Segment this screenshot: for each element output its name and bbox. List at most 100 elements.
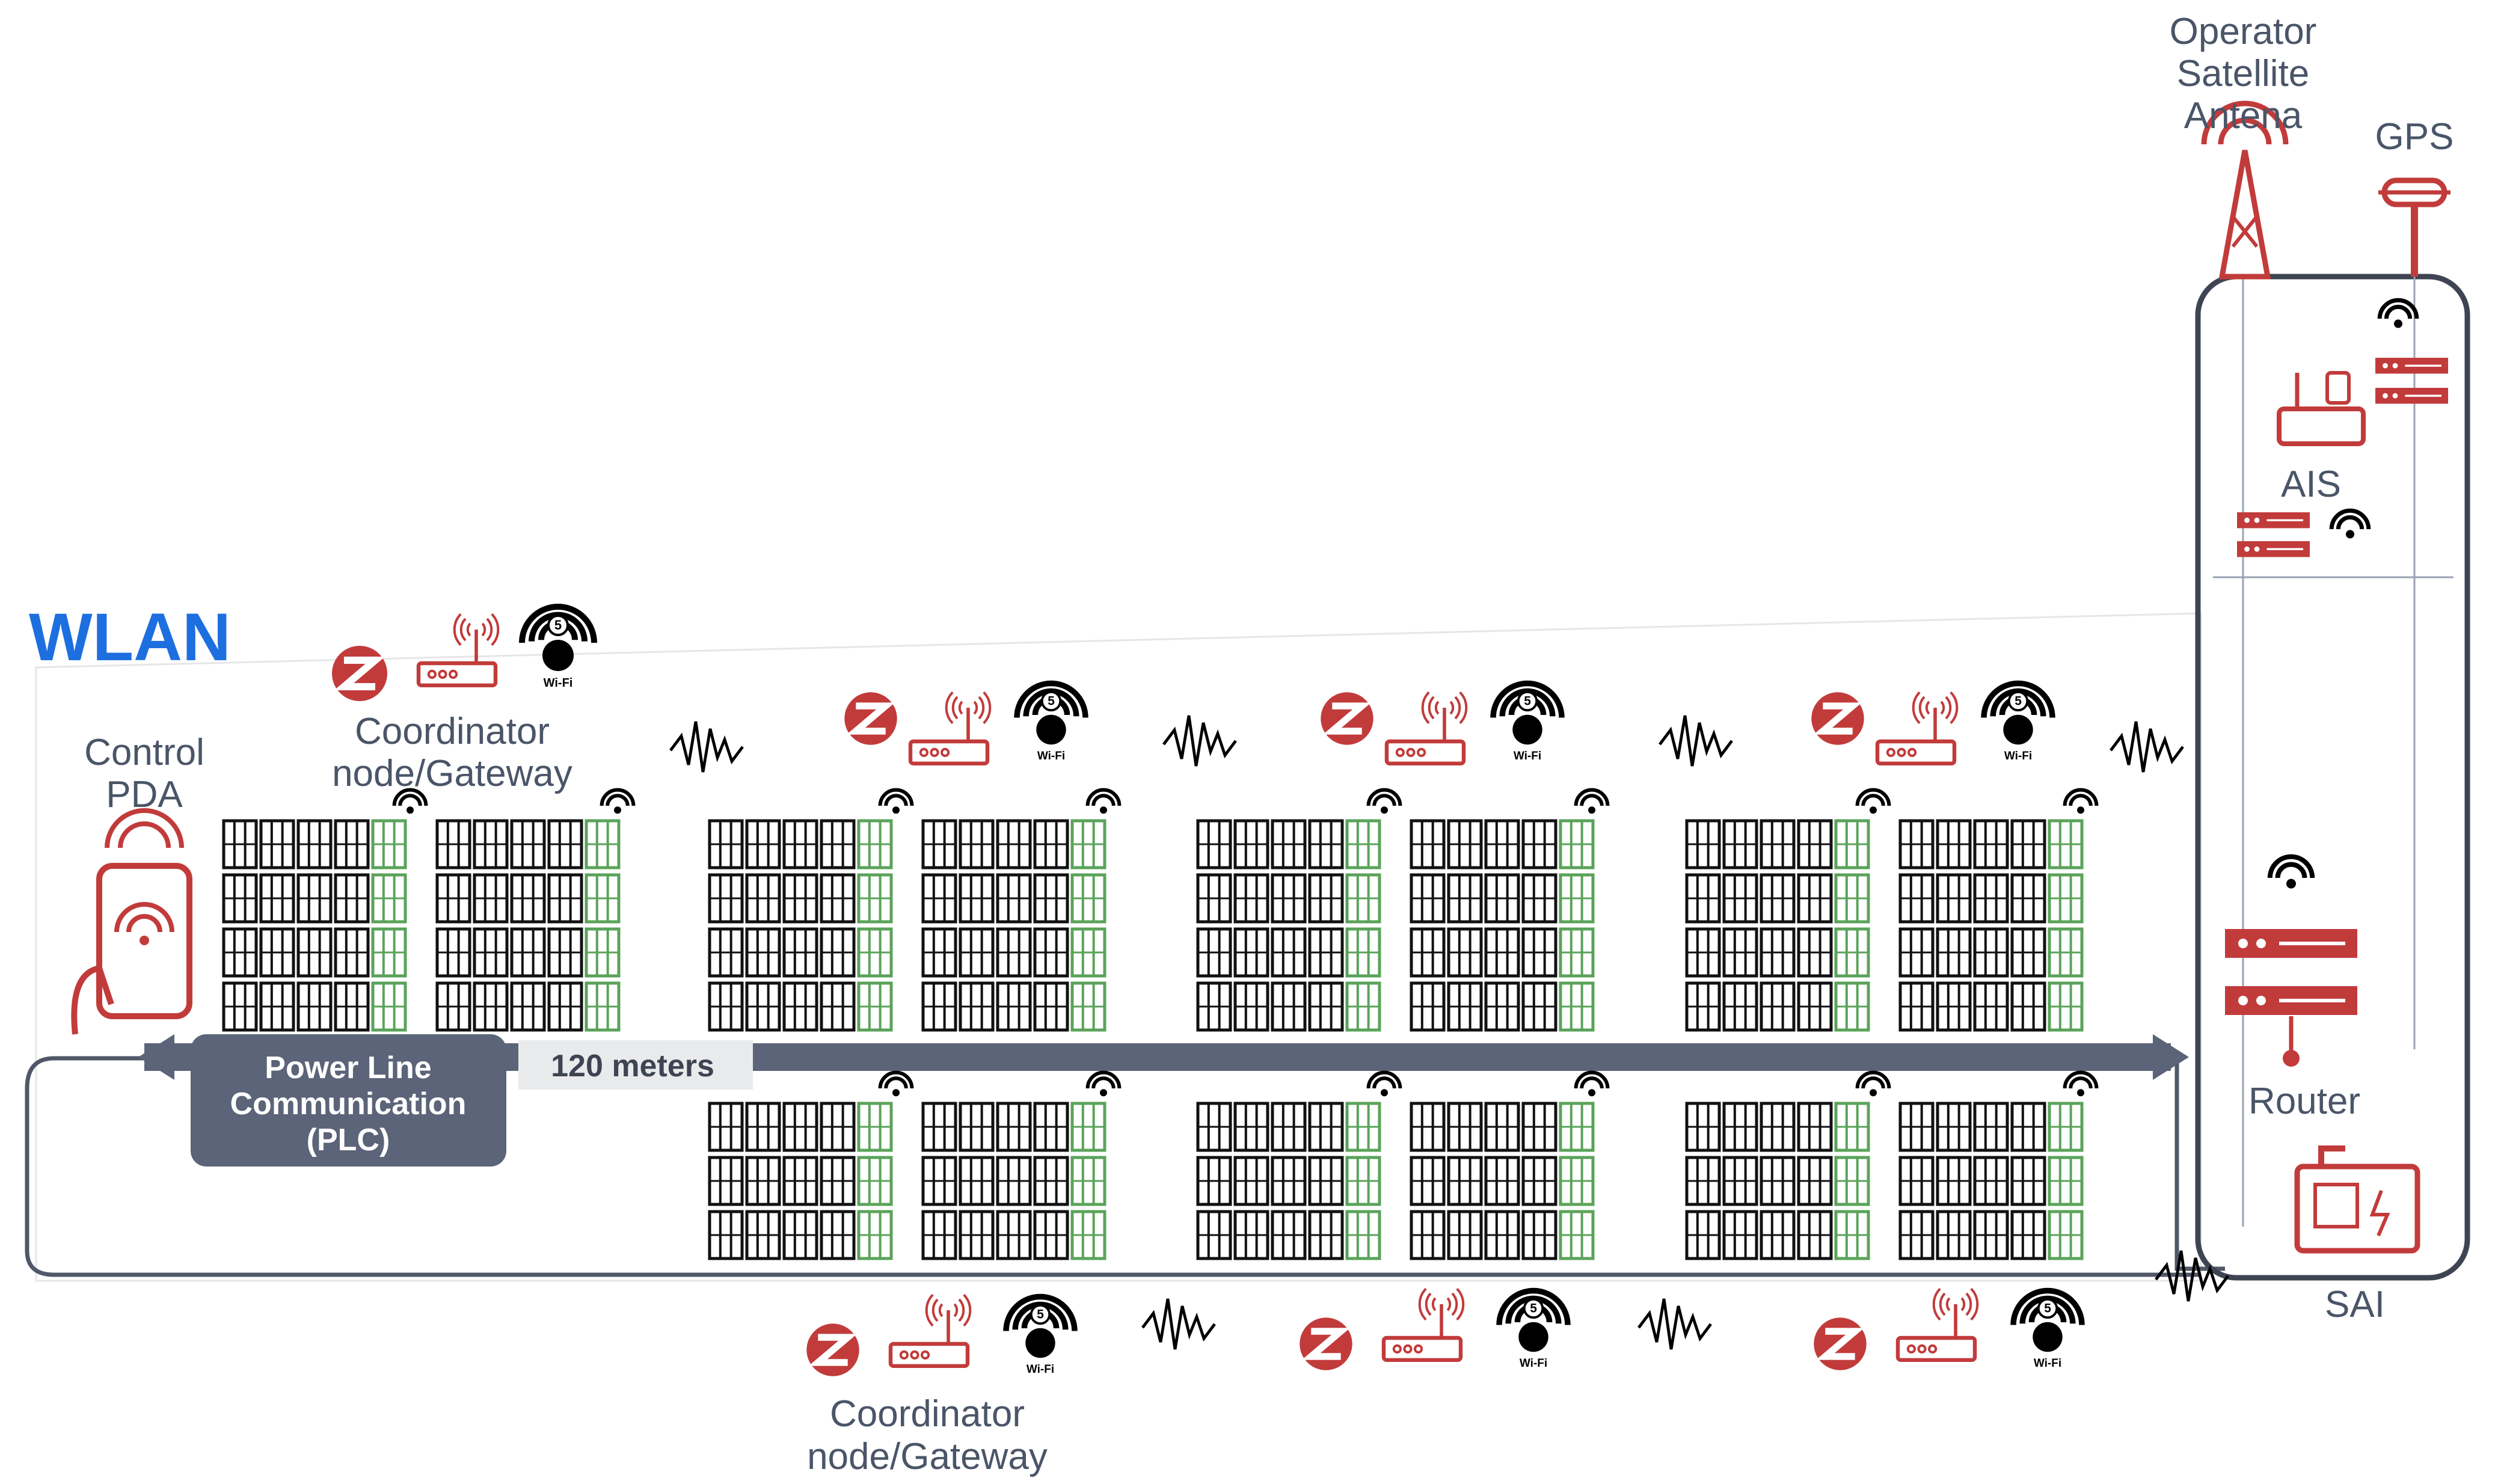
zigbee-icon <box>806 1323 859 1376</box>
solar-panel-row <box>1685 1210 1870 1260</box>
small-wifi-icon <box>1085 788 1122 814</box>
distance-arrow-left-head <box>138 1034 174 1080</box>
distance-label-box <box>518 1040 753 1090</box>
router-icon <box>1875 691 1959 766</box>
solar-panel-row <box>708 1102 893 1152</box>
solar-panel-row <box>921 1102 1106 1152</box>
router-wifi-icon <box>2267 854 2315 889</box>
solar-panel-row <box>1410 981 1595 1032</box>
control-pda-label-line2: PDA <box>106 774 183 815</box>
solar-panel-row <box>1898 819 2084 869</box>
small-wifi-icon <box>1574 1070 1610 1097</box>
solar-panel-row <box>1196 1210 1381 1260</box>
solar-panel-row <box>1898 1156 2084 1206</box>
gps-icon <box>2378 177 2451 277</box>
solar-panel-row <box>435 819 621 869</box>
wifi-5-icon: 5Wi-Fi <box>2010 1287 2085 1370</box>
sai-label: SAI <box>2325 1284 2385 1325</box>
signal-noise-icon <box>669 721 744 773</box>
wifi-5-icon: 5Wi-Fi <box>1490 680 1565 762</box>
svg-text:5: 5 <box>2044 1302 2051 1316</box>
solar-panel-row <box>1196 819 1381 869</box>
solar-panel-row <box>1898 927 2084 978</box>
router-icon <box>888 1293 972 1369</box>
zigbee-icon <box>1811 692 1864 745</box>
svg-text:5: 5 <box>554 618 562 633</box>
solar-panel-row <box>222 981 407 1032</box>
solar-panel-row <box>435 873 621 924</box>
solar-panel-row <box>435 927 621 978</box>
small-wifi-icon <box>1574 788 1610 814</box>
signal-noise-icon <box>1162 715 1237 767</box>
control-pda-label-line1: Control <box>84 732 204 773</box>
solar-panel-row <box>921 819 1106 869</box>
solar-panel-row <box>1196 1156 1381 1206</box>
server-icon <box>2237 512 2310 529</box>
wifi-5-icon: 5Wi-Fi <box>1496 1287 1571 1370</box>
svg-text:Wi-Fi: Wi-Fi <box>1520 1357 1547 1370</box>
distance-arrow-right-head <box>2153 1034 2189 1080</box>
small-wifi-icon <box>1366 1070 1402 1097</box>
solar-panel-row <box>708 1156 893 1206</box>
svg-text:Wi-Fi: Wi-Fi <box>1037 750 1065 762</box>
svg-text:5: 5 <box>2015 694 2022 708</box>
router-icon <box>1384 691 1468 766</box>
svg-text:Wi-Fi: Wi-Fi <box>1514 750 1541 762</box>
solar-panel-row <box>1898 1210 2084 1260</box>
solar-panel-row <box>708 927 893 978</box>
wifi-5-icon: 5Wi-Fi <box>519 604 597 690</box>
small-wifi-icon <box>392 788 428 814</box>
zigbee-icon <box>1814 1317 1867 1370</box>
zigbee-icon <box>332 646 387 701</box>
generator-icon <box>2294 1145 2420 1254</box>
solar-panel-row <box>1685 819 1870 869</box>
small-wifi-icon <box>1855 788 1891 814</box>
svg-text:5: 5 <box>1048 694 1055 708</box>
ais-label: AIS <box>2281 464 2341 505</box>
solar-panel-row <box>708 873 893 924</box>
wifi-5-icon: 5Wi-Fi <box>1981 680 2055 762</box>
solar-panel-row <box>921 873 1106 924</box>
ais-device-icon <box>2277 371 2366 446</box>
router-icon <box>908 691 992 766</box>
solar-panel-row <box>1685 1102 1870 1152</box>
coordinator-label-top-line2: node/Gateway <box>332 753 572 794</box>
small-wifi-icon <box>1085 1070 1122 1097</box>
solar-panel-row <box>1685 1156 1870 1206</box>
solar-panel-row <box>1410 927 1595 978</box>
control-room-cabinet <box>2195 274 2470 1281</box>
distance-label: 120 meters <box>551 1049 714 1084</box>
solar-panel-row <box>222 927 407 978</box>
plc-label-line3: (PLC) <box>307 1123 390 1157</box>
plc-label-line1: Power Line <box>265 1050 431 1085</box>
solar-panel-row <box>1196 981 1381 1032</box>
solar-panel-row <box>921 1156 1106 1206</box>
plc-label-line2: Communication <box>230 1087 467 1121</box>
coordinator-label-bottom-line1: Coordinator <box>830 1393 1025 1435</box>
solar-panel-row <box>708 819 893 869</box>
smartphone-icon <box>71 808 192 1035</box>
zigbee-icon <box>1300 1317 1352 1370</box>
solar-panel-row <box>435 981 621 1032</box>
solar-panel-row <box>1685 873 1870 924</box>
solar-panel-row <box>708 1210 893 1260</box>
solar-panel-row <box>1898 1102 2084 1152</box>
wlan-label: WLAN <box>29 599 231 675</box>
diagram-elements: 5Wi-Fi5Wi-Fi5Wi-Fi5Wi-Fi5Wi-Fi5Wi-Fi5Wi-… <box>25 100 2470 1376</box>
solar-panel-row <box>1410 873 1595 924</box>
antenna-label-line2: Satellite <box>2177 53 2310 94</box>
solar-panel-row <box>921 927 1106 978</box>
server-icon <box>2225 929 2357 958</box>
coordinator-label-top-line1: Coordinator <box>355 711 550 752</box>
zigbee-icon <box>1321 692 1373 745</box>
signal-noise-icon <box>2155 1250 2229 1302</box>
solar-panel-row <box>1196 873 1381 924</box>
wifi-5-icon: 5Wi-Fi <box>1003 1293 1078 1376</box>
svg-text:Wi-Fi: Wi-Fi <box>1027 1363 1054 1376</box>
server-icon <box>2225 986 2357 1015</box>
solar-panel-row <box>1196 927 1381 978</box>
svg-text:Wi-Fi: Wi-Fi <box>2034 1357 2061 1370</box>
signal-noise-icon <box>1141 1298 1216 1350</box>
solar-panel-row <box>1898 873 2084 924</box>
